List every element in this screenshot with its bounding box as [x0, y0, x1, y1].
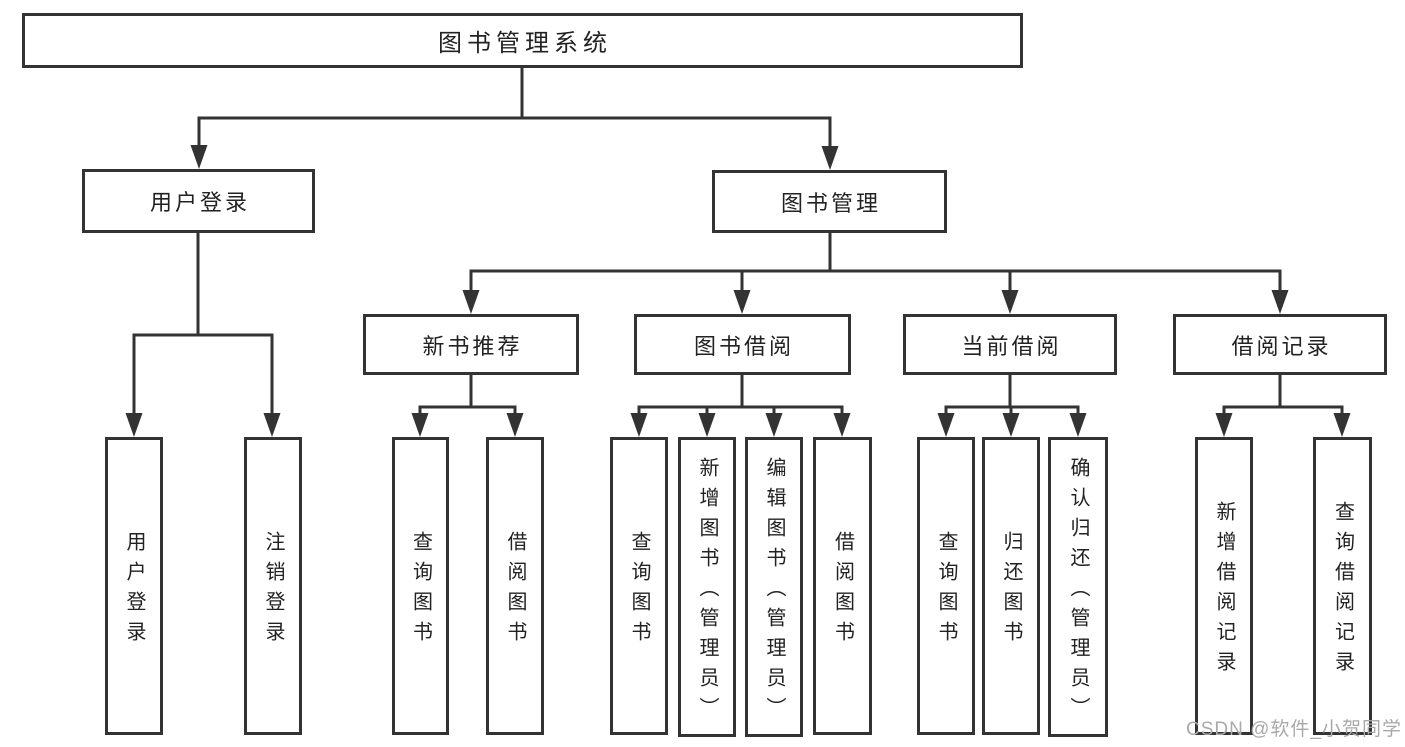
- leaf-add-book-admin: 新增图书（管理员）: [678, 437, 736, 737]
- leaf-query-books-recommend: 查询图书: [392, 437, 449, 735]
- node-current-borrowing: 当前借阅: [903, 314, 1117, 375]
- node-root-label: 图书管理系统: [438, 30, 612, 57]
- leaf-query-books-current-label: 查询图书: [935, 531, 957, 651]
- leaf-query-books-borrowing-label: 查询图书: [628, 531, 650, 651]
- leaf-add-borrow-record-label: 新增借阅记录: [1213, 501, 1235, 681]
- leaf-logout-label: 注销登录: [262, 531, 284, 651]
- node-borrowing-records-label: 借阅记录: [1231, 333, 1332, 359]
- leaf-return-book-label: 归还图书: [1000, 531, 1022, 651]
- leaf-return-book: 归还图书: [982, 437, 1040, 735]
- node-new-book-recommend-label: 新书推荐: [422, 333, 523, 359]
- leaf-confirm-return-admin-label: 确认归还（管理员）: [1067, 457, 1089, 727]
- leaf-borrow-books-recommend-label: 借阅图书: [504, 531, 526, 651]
- node-book-management-label: 图书管理: [780, 190, 881, 216]
- leaf-borrow-books-borrowing-label: 借阅图书: [831, 531, 854, 651]
- node-user-login: 用户登录: [82, 169, 315, 233]
- node-book-borrowing: 图书借阅: [634, 314, 851, 375]
- node-root: 图书管理系统: [22, 13, 1023, 68]
- leaf-user-login-label: 用户登录: [123, 531, 145, 651]
- leaf-edit-book-admin-label: 编辑图书（管理员）: [763, 457, 785, 727]
- node-book-management: 图书管理: [712, 170, 947, 233]
- leaf-borrow-books-recommend: 借阅图书: [486, 437, 544, 735]
- leaf-query-borrow-record-label: 查询借阅记录: [1331, 501, 1354, 681]
- leaf-query-books-current: 查询图书: [917, 437, 975, 735]
- watermark: CSDN @软件_小贺同学: [1186, 719, 1402, 740]
- leaf-add-book-admin-label: 新增图书（管理员）: [696, 457, 718, 727]
- node-new-book-recommend: 新书推荐: [363, 314, 579, 375]
- leaf-query-books-borrowing: 查询图书: [610, 437, 668, 735]
- node-user-login-label: 用户登录: [149, 190, 250, 215]
- leaf-confirm-return-admin: 确认归还（管理员）: [1048, 437, 1108, 737]
- node-current-borrowing-label: 当前借阅: [961, 333, 1062, 359]
- node-book-borrowing-label: 图书借阅: [693, 333, 794, 359]
- leaf-add-borrow-record: 新增借阅记录: [1195, 437, 1253, 735]
- node-borrowing-records: 借阅记录: [1173, 314, 1387, 375]
- leaf-edit-book-admin: 编辑图书（管理员）: [745, 437, 803, 737]
- leaf-logout: 注销登录: [244, 437, 302, 735]
- leaf-query-books-recommend-label: 查询图书: [409, 531, 432, 651]
- leaf-query-borrow-record: 查询借阅记录: [1313, 437, 1372, 735]
- leaf-borrow-books-borrowing: 借阅图书: [813, 437, 872, 735]
- leaf-user-login: 用户登录: [105, 437, 163, 735]
